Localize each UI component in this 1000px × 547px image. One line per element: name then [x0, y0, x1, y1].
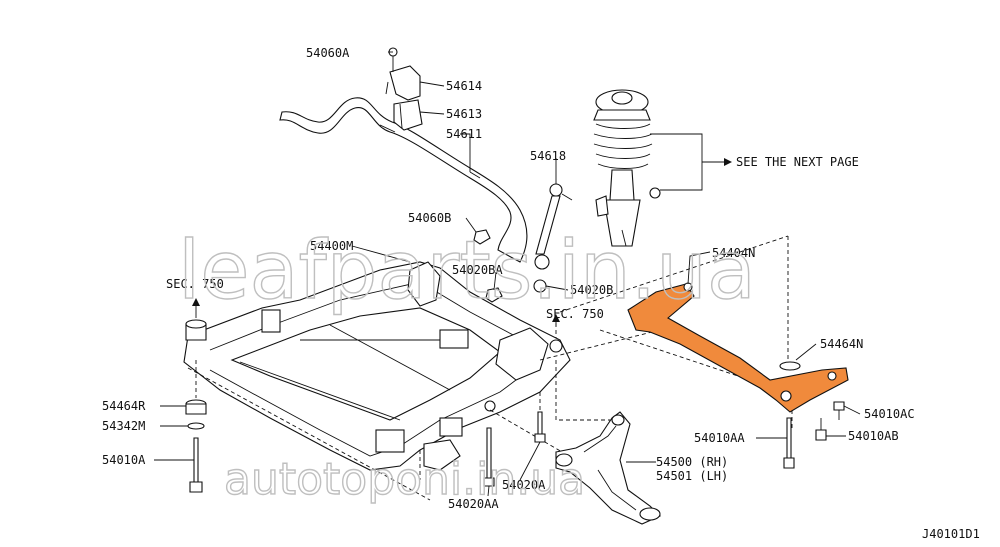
bolt-54010AC [833, 401, 845, 420]
strut-assembly [593, 89, 661, 247]
label-54020BA: 54020BA [452, 263, 503, 277]
washer-54342M [187, 422, 205, 430]
rear-mount-bushing [185, 298, 207, 341]
label-see-next-page: SEE THE NEXT PAGE [736, 155, 859, 169]
member-stay-brace-shape [627, 283, 849, 413]
label-54010AA: 54010AA [694, 431, 745, 445]
label-54614: 54614 [446, 79, 482, 93]
watermarks: leafparts.in.ua autotoponi.in.ua [177, 223, 756, 505]
nut-54060B [473, 229, 491, 245]
part-labels: 54060A 54614 54613 54611 54618 SEE THE N… [102, 46, 980, 541]
label-54464N: 54464N [820, 337, 863, 351]
label-54342M: 54342M [102, 419, 145, 433]
label-54618: 54618 [530, 149, 566, 163]
label-54020AA: 54020AA [448, 497, 499, 511]
transverse-link [555, 411, 661, 525]
bolt-54010AA [783, 417, 795, 469]
fasteners [185, 229, 845, 493]
label-54464R: 54464R [102, 399, 146, 413]
lower-bushing-54464R [185, 399, 207, 415]
label-54611: 54611 [446, 127, 482, 141]
bolt-54010A [189, 437, 203, 493]
label-54613: 54613 [446, 107, 482, 121]
bolt-54020A [534, 411, 546, 443]
label-54501-lh: 54501 (LH) [656, 469, 728, 483]
bolt-54010AB [815, 418, 827, 441]
label-54020B: 54020B [570, 283, 613, 297]
label-54010AB: 54010AB [848, 429, 899, 443]
label-54020A: 54020A [502, 478, 546, 492]
label-54060A: 54060A [306, 46, 350, 60]
label-54060B: 54060B [408, 211, 451, 225]
label-54500-rh: 54500 (RH) [656, 455, 728, 469]
watermark-main: leafparts.in.ua [178, 224, 756, 317]
leader-lines [154, 51, 861, 497]
label-figure-id: J40101D1 [922, 527, 980, 541]
washer-54464N [779, 361, 801, 371]
label-sec-750-left: SEC. 750 [166, 277, 224, 291]
label-54010AC: 54010AC [864, 407, 915, 421]
label-54404N: 54404N [712, 246, 755, 260]
watermark-bottom: autotoponi.in.ua [224, 454, 585, 505]
see-next-page-leader [650, 133, 732, 191]
stabilizer-bar [279, 97, 528, 263]
bolt-54020AA [483, 427, 495, 487]
member-stay-brace-highlighted [627, 282, 849, 413]
nut-54020BA [485, 287, 503, 303]
label-54010A: 54010A [102, 453, 146, 467]
label-sec-750-right: SEC. 750 [546, 307, 604, 321]
label-54400M: 54400M [310, 239, 353, 253]
stabilizer-bushing-clamp [385, 47, 423, 131]
